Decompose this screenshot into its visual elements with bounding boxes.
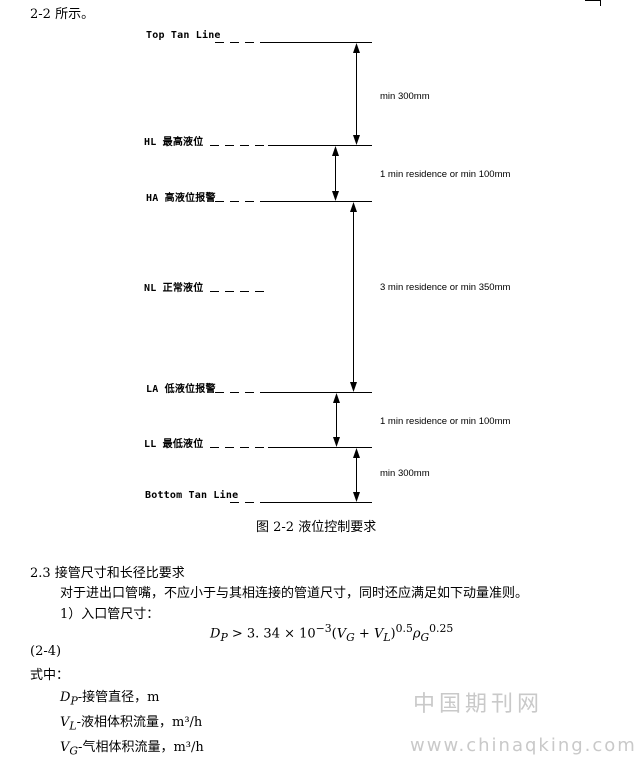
dimension-arrow-5 bbox=[353, 448, 360, 502]
interval-note-1: min 300mm bbox=[380, 91, 430, 102]
definition-vl: VL-液相体积流量，m³/h bbox=[60, 715, 203, 733]
formula: DP > 3. 34 × 10−3(VG + VL)0.5ρG0.25 bbox=[210, 622, 454, 644]
interval-note-3: 3 min residence or min 350mm bbox=[380, 282, 511, 293]
definition-vg: VG-气相体积流量，m³/h bbox=[60, 740, 204, 758]
intro-text: 2-2 所示。 bbox=[30, 7, 95, 22]
section-heading: 2.3 接管尺寸和长径比要求 bbox=[30, 566, 185, 581]
level-label-ha: HA 高液位报警 bbox=[146, 193, 216, 204]
dimension-arrow-1 bbox=[353, 43, 360, 145]
level-label-ll: LL 最低液位 bbox=[144, 439, 204, 450]
level-label-la: LA 低液位报警 bbox=[146, 384, 216, 395]
level-label-hl: HL 最高液位 bbox=[144, 137, 204, 148]
dimension-arrow-4 bbox=[333, 393, 340, 447]
definition-dp: DP-接管直径，m bbox=[60, 690, 160, 708]
equation-number: (2-4) bbox=[30, 644, 62, 659]
watermark-cn: 中国期刊网 bbox=[413, 692, 544, 717]
paragraph: 对于进出口管嘴，不应小于与其相连接的管道尺寸，同时还应满足如下动量准则。 bbox=[60, 586, 529, 601]
level-label-top-tan-line: Top Tan Line bbox=[146, 30, 221, 41]
dimension-arrow-2 bbox=[332, 146, 339, 201]
where-label: 式中： bbox=[30, 668, 70, 683]
level-label-bottom-tan-line: Bottom Tan Line bbox=[145, 490, 239, 501]
interval-note-4: 1 min residence or min 100mm bbox=[380, 416, 511, 427]
figure-caption: 图 2-2 液位控制要求 bbox=[256, 520, 377, 535]
watermark-url: www.chinaqking.com bbox=[410, 735, 637, 756]
interval-note-5: min 300mm bbox=[380, 468, 430, 479]
list-item-inlet-size: 1）入口管尺寸： bbox=[60, 607, 160, 622]
level-label-nl: NL 正常液位 bbox=[144, 283, 204, 294]
dimension-arrow-3 bbox=[350, 202, 357, 392]
interval-note-2: 1 min residence or min 100mm bbox=[380, 169, 511, 180]
